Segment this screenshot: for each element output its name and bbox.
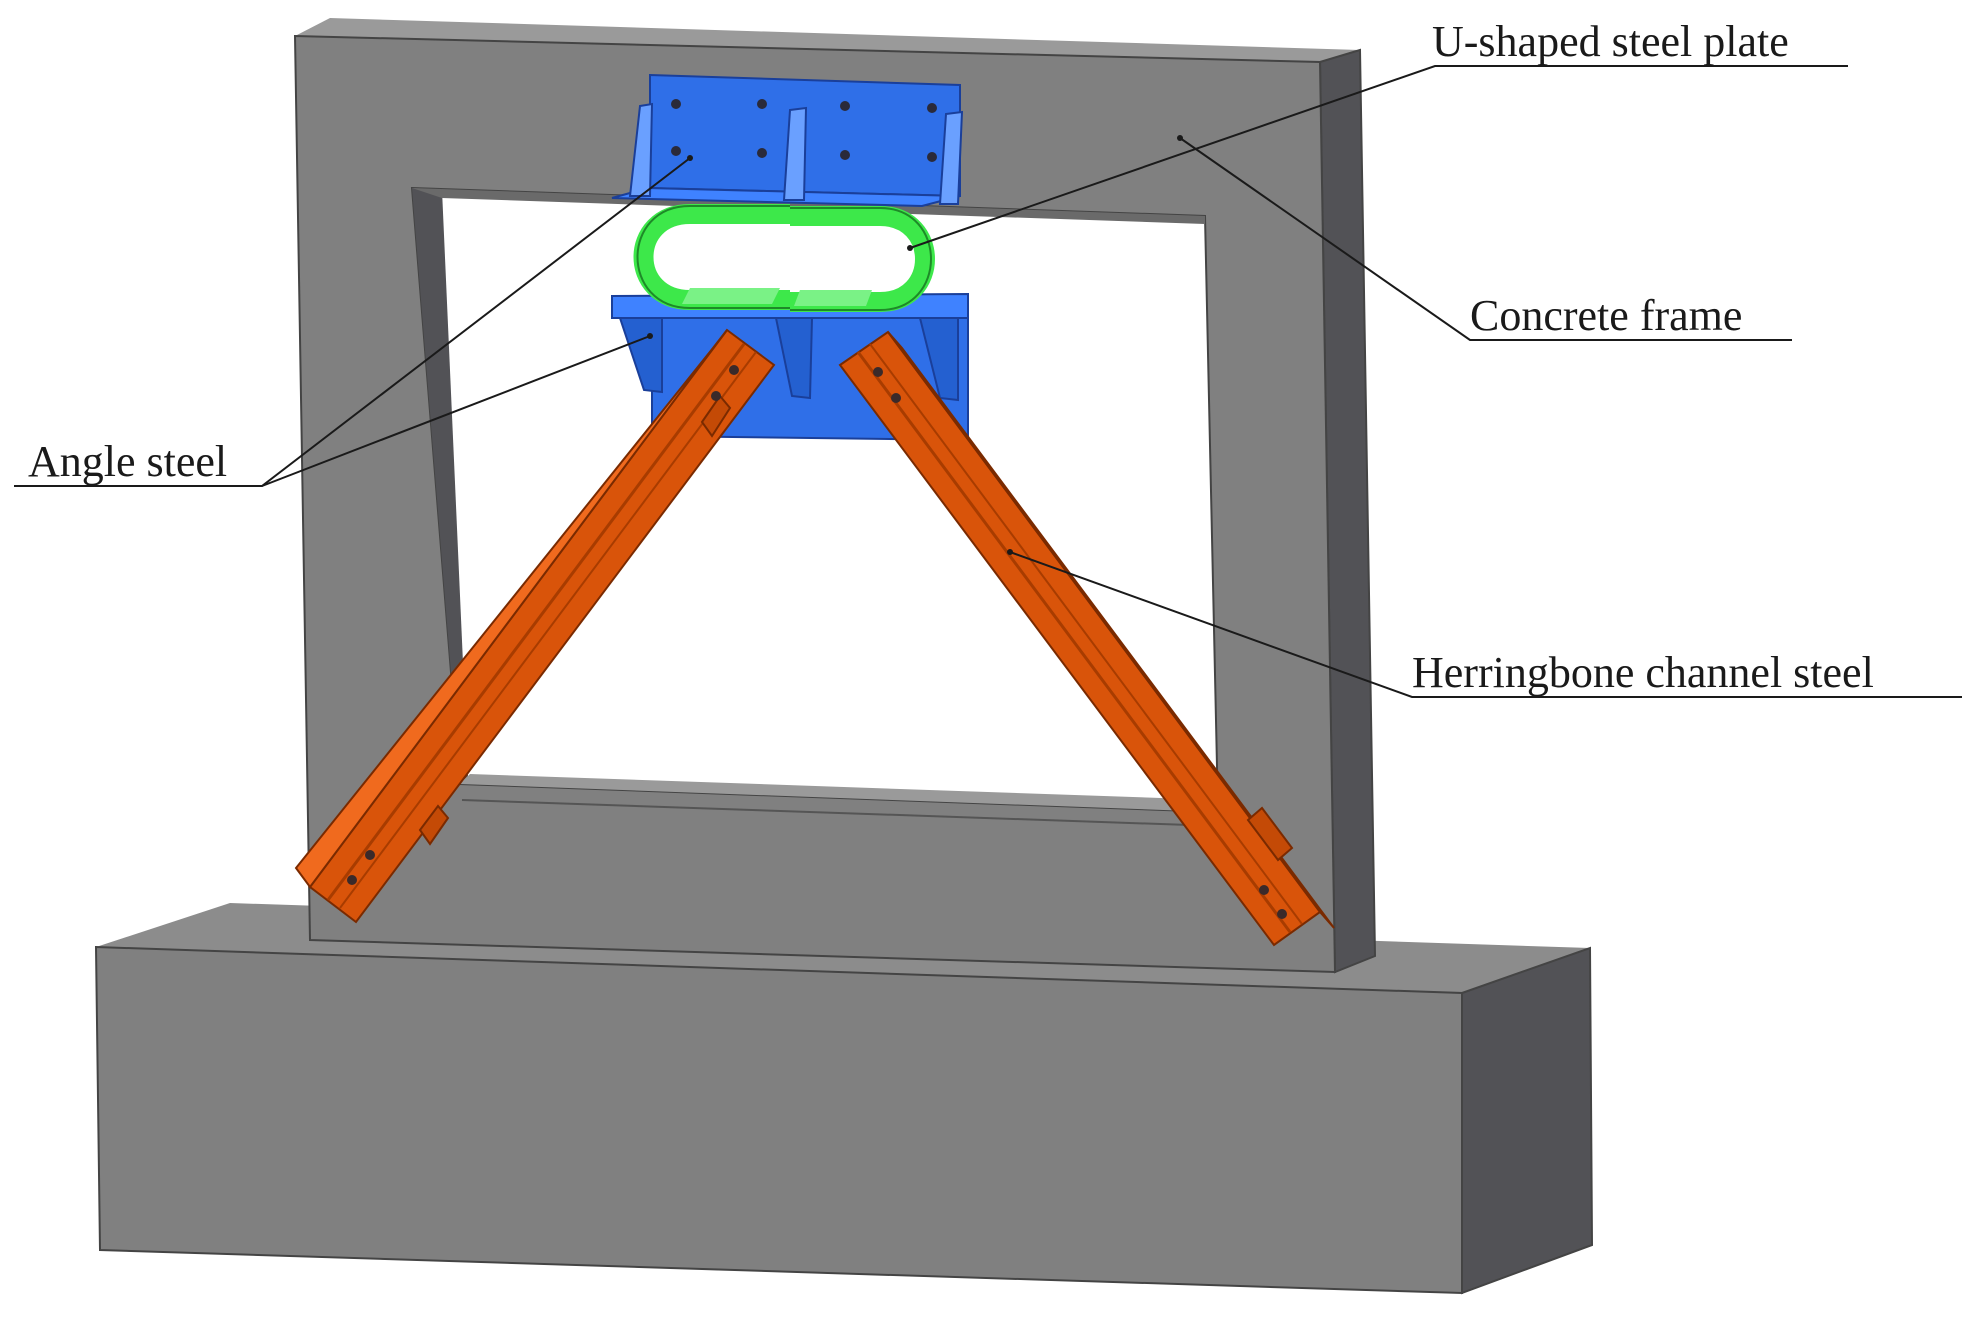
u-shaped-steel-plate xyxy=(633,204,935,312)
bolt xyxy=(1277,909,1287,919)
leader-angle-steel-2 xyxy=(261,335,651,487)
u-plate-left-loop xyxy=(633,204,790,310)
label-angle-steel: Angle steel xyxy=(28,437,227,486)
lower-gusset-3 xyxy=(918,317,959,402)
bolt xyxy=(729,365,739,375)
bolt xyxy=(840,101,850,111)
u-plate-foot-left xyxy=(682,288,780,304)
leader-dot xyxy=(907,245,913,251)
leader-dot xyxy=(687,155,693,161)
leader-dot xyxy=(1177,135,1183,141)
upper-gusset-3 xyxy=(938,110,964,205)
label-u-shaped-steel-plate: U-shaped steel plate xyxy=(1432,17,1789,66)
u-plate-right-loop xyxy=(790,206,935,312)
leader-dot xyxy=(1007,549,1013,555)
bolt xyxy=(365,850,375,860)
label-concrete-frame: Concrete frame xyxy=(1470,291,1742,340)
upper-gusset-1 xyxy=(628,102,654,197)
bolt xyxy=(840,150,850,160)
right-channel-flange xyxy=(887,331,1335,929)
leader-herringbone-channel-steel xyxy=(1009,551,1962,698)
base-beam-side xyxy=(1461,946,1594,1295)
frame-inner-left-reveal xyxy=(412,188,468,784)
right-channel-end-plate-bottom xyxy=(1246,806,1294,862)
label-herringbone-channel-steel: Herringbone channel steel xyxy=(1412,648,1874,697)
concrete-frame-top xyxy=(295,18,1360,62)
bolt xyxy=(757,148,767,158)
leader-u-shaped-steel-plate xyxy=(909,65,1848,249)
bolt xyxy=(347,875,357,885)
bolt xyxy=(927,152,937,162)
base-beam-front xyxy=(94,945,1463,1295)
bolt xyxy=(671,99,681,109)
left-channel-end-plate-top xyxy=(700,394,732,438)
leader-dot xyxy=(647,333,653,339)
leader-concrete-frame xyxy=(1179,137,1792,341)
leader-lines xyxy=(14,65,1962,698)
left-channel-flange xyxy=(294,329,728,889)
upper-angle-steel-bracket xyxy=(611,73,964,208)
base-beam xyxy=(94,903,1594,1295)
bolt xyxy=(927,103,937,113)
left-channel-end-plate-bottom xyxy=(418,804,450,846)
bolt xyxy=(671,146,681,156)
bolt xyxy=(757,99,767,109)
bolt xyxy=(711,391,721,401)
herringbone-channel-steel-right xyxy=(838,330,1335,947)
bolt xyxy=(873,367,883,377)
lower-gusset-2 xyxy=(774,317,814,400)
u-plate-foot-right xyxy=(794,290,872,306)
lower-gusset-1 xyxy=(618,317,663,394)
bolt xyxy=(1259,885,1269,895)
herringbone-channel-steel-left xyxy=(294,328,776,924)
frame-inner-bottom-ledge xyxy=(460,774,1218,812)
upper-gusset-2 xyxy=(782,106,808,201)
bolt xyxy=(891,393,901,403)
